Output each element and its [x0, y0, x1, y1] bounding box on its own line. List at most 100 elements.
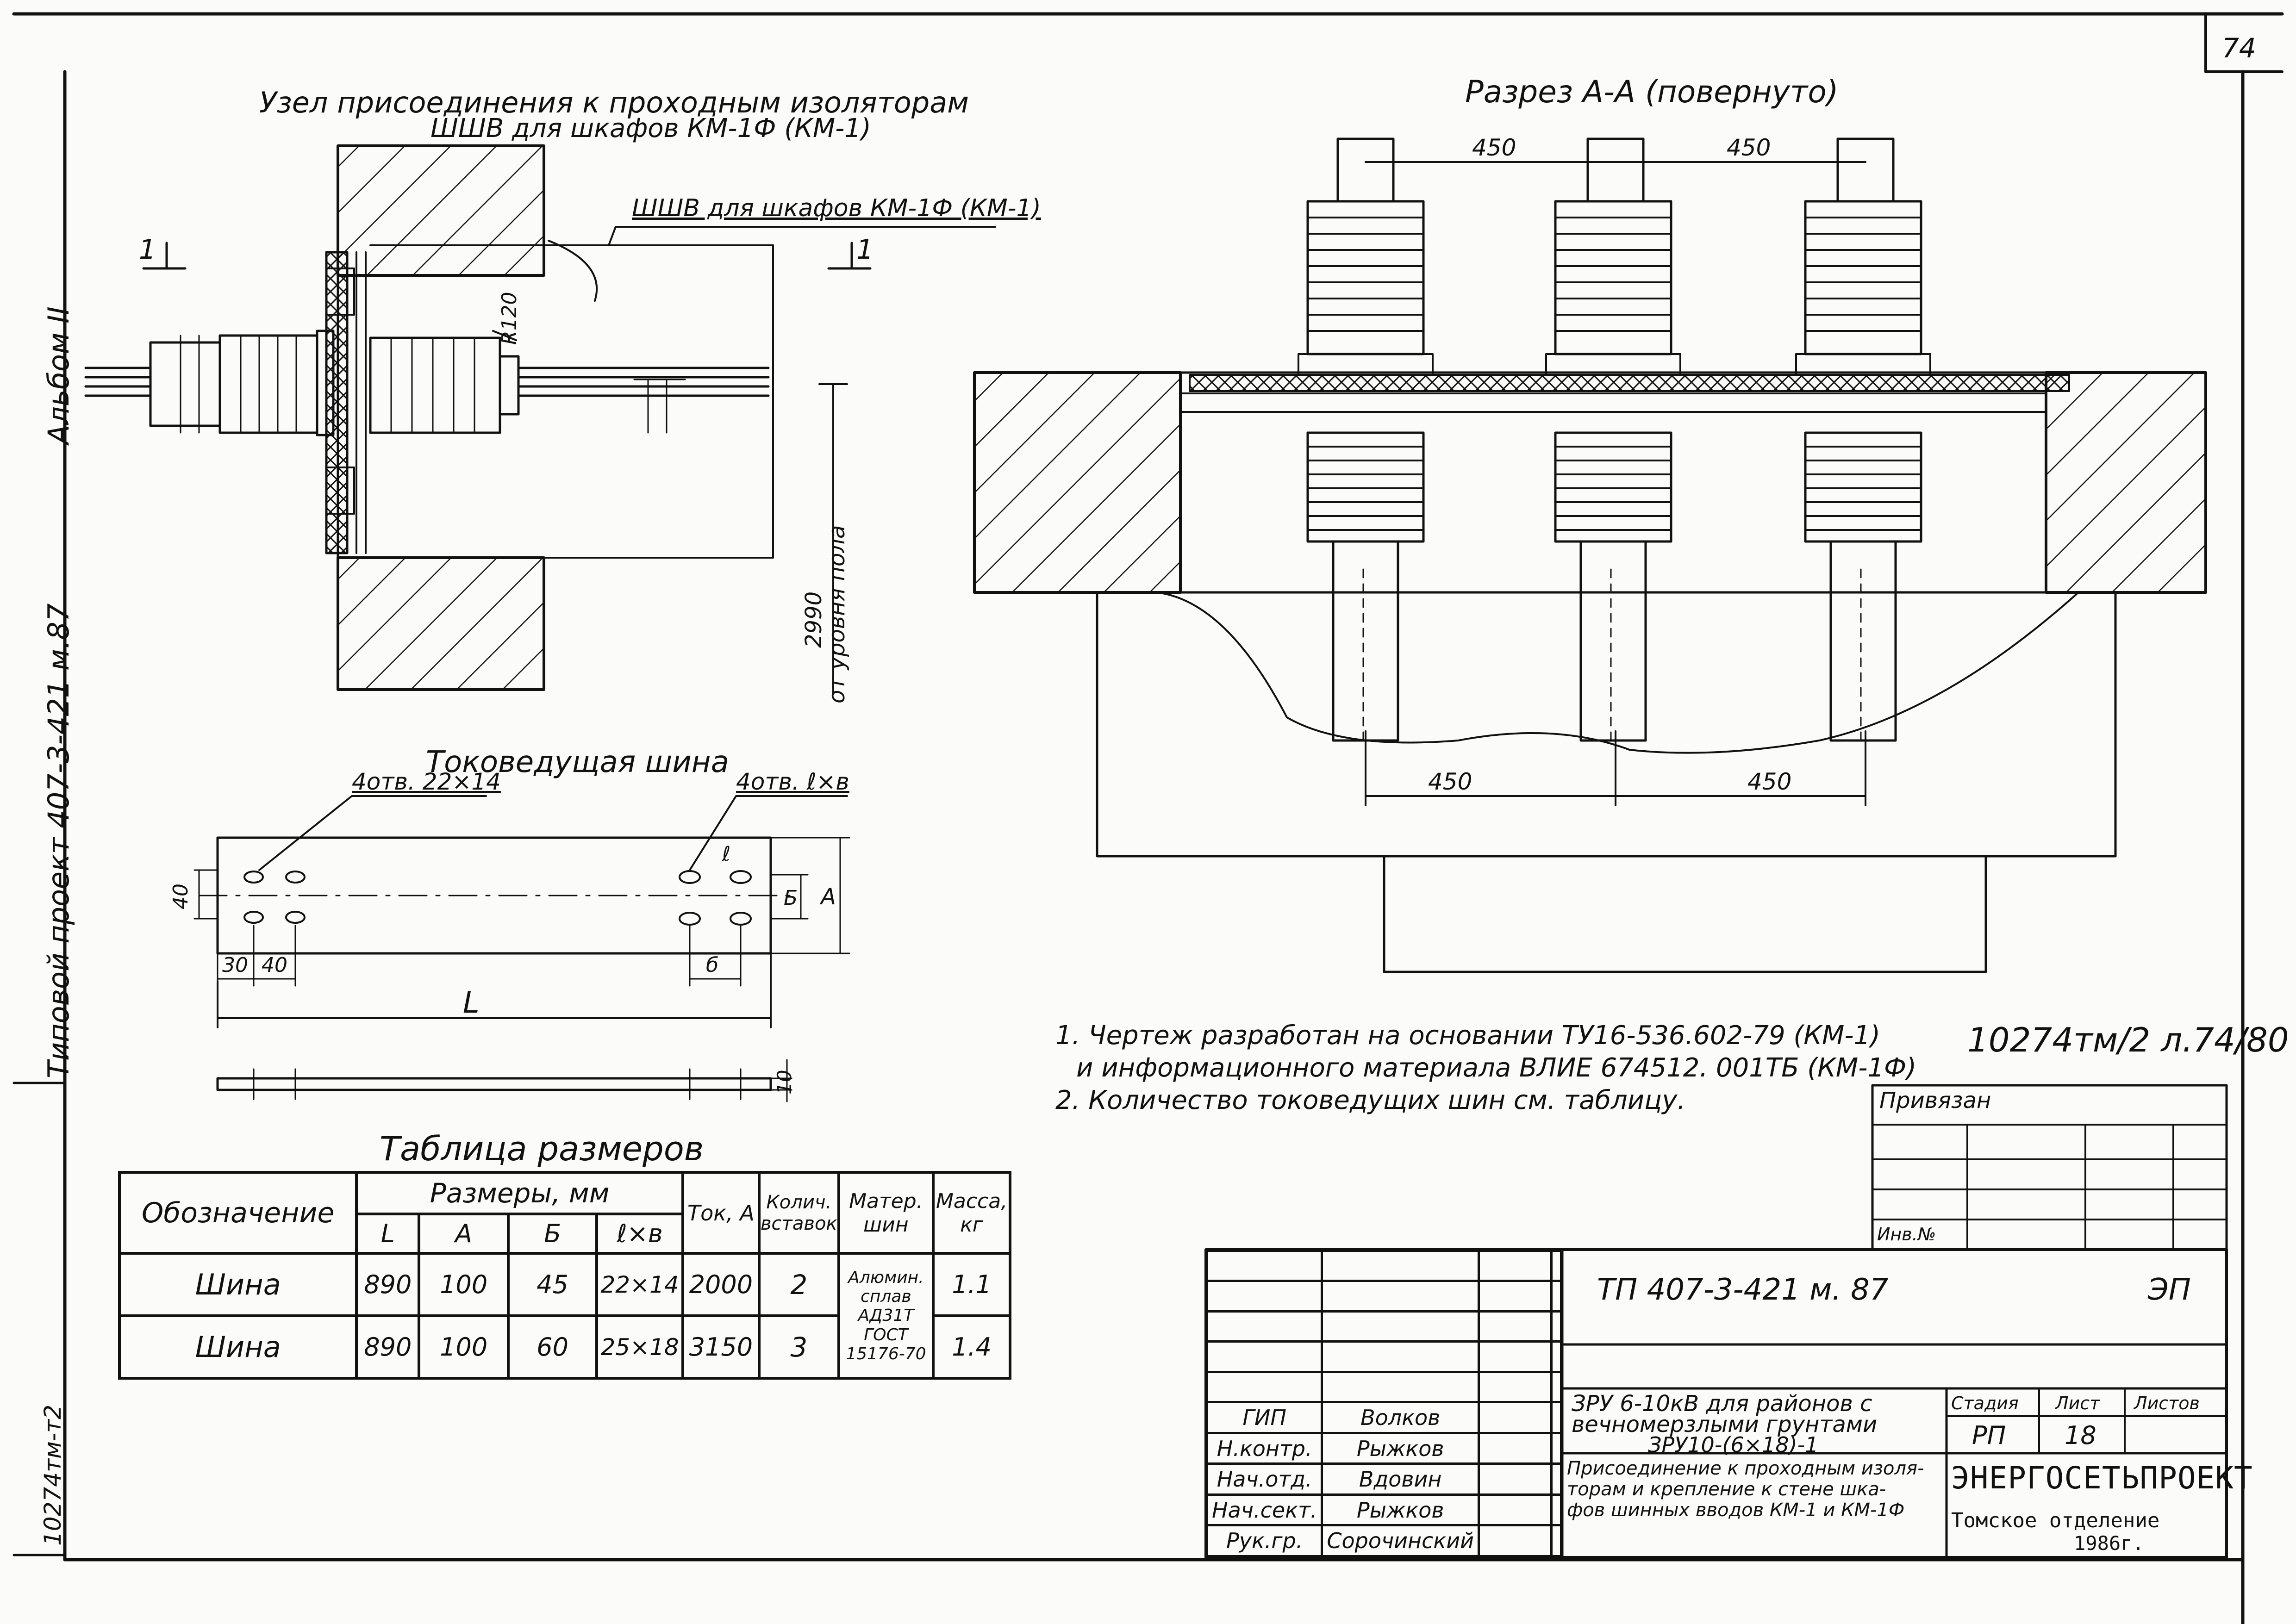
- row2-ev: 25×18: [595, 1314, 684, 1380]
- signature-row: Н.контр.Рыжков: [1205, 1431, 1562, 1465]
- row2-B: 60: [506, 1314, 599, 1380]
- node-view-subtitle: ШШВ для шкафов КМ-1Ф (КМ-1): [430, 113, 871, 143]
- material-cell: Алюмин. сплав АД31Т ГОСТ 15176-70: [837, 1252, 935, 1380]
- role-nkontr: Н.контр.: [1205, 1431, 1323, 1465]
- desc-line-2: торам и крепление к стене шка-: [1567, 1479, 1886, 1500]
- note-2: 2. Количество токоведущих шин см. таблиц…: [1055, 1085, 1686, 1115]
- organization-name: ЭНЕРГОСЕТЬПРОЕКТ: [1951, 1460, 2253, 1496]
- node-view-title: Узел присоединения к проходным изолятора…: [259, 86, 969, 119]
- radius-label: R120: [498, 292, 521, 345]
- desc-line-1: Присоединение к проходным изоля-: [1567, 1458, 1924, 1479]
- insulator-1: [1298, 137, 1434, 742]
- stage-value: РП: [1972, 1421, 2006, 1450]
- page-number: 74: [2222, 32, 2256, 64]
- hdr-B: Б: [506, 1213, 599, 1255]
- size-table: Обозначение Размеры, мм Ток, А Колич. вс…: [118, 1171, 1011, 1380]
- material-line-2: сплав: [861, 1287, 911, 1306]
- row1-current: 2000: [681, 1252, 761, 1317]
- year: 1986г.: [2074, 1532, 2144, 1555]
- row1-A: 100: [418, 1252, 510, 1317]
- title-block-frame: [1204, 1084, 2228, 1559]
- archive-stamp: 10274тм/2 л.74/80: [1967, 1020, 2289, 1059]
- object-name-1: ЗРУ 6-10кВ для районов с: [1572, 1391, 1872, 1417]
- name-gip: Волков: [1321, 1401, 1480, 1434]
- row1-count: 2: [757, 1252, 840, 1317]
- row1-ev: 22×14: [595, 1252, 684, 1317]
- dim-b-small: б: [706, 953, 719, 977]
- material-line-3: АД31Т: [858, 1306, 914, 1325]
- role-nachotd: Нач.отд.: [1205, 1462, 1323, 1496]
- material-line-4: ГОСТ: [864, 1325, 908, 1344]
- height-value: 2990: [801, 591, 827, 648]
- section-code: ЭП: [2148, 1273, 2191, 1307]
- sheet-value: 18: [2065, 1421, 2096, 1450]
- dim-A: А: [821, 884, 836, 910]
- dim-40: 40: [262, 953, 287, 977]
- privyazan-label: Привязан: [1879, 1088, 1991, 1114]
- dim-30: 30: [222, 953, 248, 977]
- dim-L: L: [463, 986, 480, 1020]
- hdr-current: Ток, А: [681, 1171, 761, 1255]
- dim-B: Б: [784, 886, 798, 910]
- name-nkontr: Рыжков: [1321, 1431, 1480, 1465]
- note-1-line1: 1. Чертеж разработан на основании ТУ16-5…: [1055, 1020, 1881, 1051]
- sheet-frame: [12, 12, 2284, 1624]
- dim-bottom-1: 450: [1428, 768, 1472, 795]
- hdr-material: Матер. шин: [837, 1171, 935, 1255]
- sheet-header: Лист: [2055, 1393, 2100, 1413]
- inv-label: Инв.№: [1877, 1224, 1936, 1244]
- hdr-A: А: [418, 1213, 510, 1255]
- name-nachsekt: Рыжков: [1321, 1493, 1480, 1527]
- object-name-2: вечномерзлыми грунтами: [1572, 1412, 1878, 1437]
- section-title: Разрез А-А (повернуто): [1465, 74, 1839, 110]
- role-gip: ГИП: [1205, 1401, 1323, 1434]
- insulator-2: [1545, 137, 1681, 742]
- row2-name: Шина: [118, 1314, 358, 1380]
- signature-row: Нач.отд.Вдовин: [1205, 1462, 1562, 1496]
- section-mark-left: 1: [139, 234, 156, 265]
- section-aa: [973, 137, 2207, 973]
- dim-e: ℓ: [722, 842, 731, 866]
- material-line-1: Алюмин.: [848, 1268, 924, 1287]
- material-line-5: 15176-70: [846, 1344, 926, 1364]
- signature-row: Нач.сект.Рыжков: [1205, 1493, 1562, 1527]
- role-rukgr: Рук.гр.: [1205, 1524, 1323, 1557]
- role-nachsekt: Нач.сект.: [1205, 1493, 1323, 1527]
- row2-current: 3150: [681, 1314, 761, 1380]
- row2-A: 100: [418, 1314, 510, 1380]
- holes-right-label: 4отв. ℓ×в: [736, 768, 849, 795]
- hdr-count: Колич. вставок: [757, 1171, 840, 1255]
- object-name-3: ЗРУ10-(6×18)-1: [1648, 1432, 1819, 1457]
- row2-count: 3: [757, 1314, 840, 1380]
- busbar-drawing: [193, 795, 850, 1102]
- archive-label: 10274тм-т2: [39, 1405, 66, 1546]
- table-row: Шина 890 100 45 22×14 2000 2 Алюмин. спл…: [118, 1252, 1011, 1380]
- hdr-designation: Обозначение: [118, 1171, 358, 1255]
- row2-L: 890: [355, 1314, 421, 1380]
- project-label: Типовой проект 407-3-421 м.87: [42, 603, 75, 1078]
- size-table-title: Таблица размеров: [380, 1129, 704, 1168]
- row1-L: 890: [355, 1252, 421, 1317]
- name-nachotd: Вдовин: [1321, 1462, 1480, 1496]
- drawing-code: ТП 407-3-421 м. 87: [1597, 1273, 1889, 1307]
- sheets-header: Листов: [2134, 1393, 2200, 1413]
- dim-10: 10: [773, 1070, 796, 1095]
- row1-name: Шина: [118, 1252, 358, 1317]
- dim-40-vertical: 40: [169, 884, 193, 909]
- signature-row: Рук.гр.Сорочинский: [1205, 1524, 1562, 1557]
- busbar-title: Токоведущая шина: [426, 745, 729, 779]
- node-view: [84, 144, 996, 695]
- album-label: Альбом II: [42, 306, 75, 444]
- hdr-ev: ℓ×в: [595, 1213, 684, 1255]
- desc-line-3: фов шинных вводов КМ-1 и КМ-1Ф: [1567, 1500, 1905, 1521]
- hdr-mass: Масса, кг: [932, 1171, 1011, 1255]
- insulator-3: [1795, 137, 1931, 742]
- stage-header: Стадия: [1951, 1393, 2019, 1413]
- bus-leader-label: ШШВ для шкафов КМ-1Ф (КМ-1): [632, 194, 1041, 222]
- section-mark-right: 1: [856, 234, 873, 265]
- name-rukgr: Сорочинский: [1321, 1524, 1480, 1557]
